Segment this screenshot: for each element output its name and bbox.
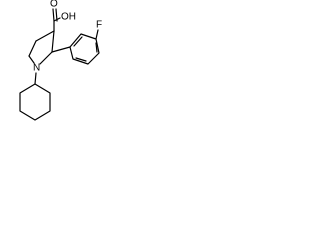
cyclohexyl-group xyxy=(19,72,51,121)
ring-bond-c2-n xyxy=(39,51,53,65)
cyclohexane-ring xyxy=(19,83,51,121)
phenyl-double-bond-3 xyxy=(75,57,87,62)
phenyl-ring xyxy=(69,33,100,65)
fluorophenyl-group: F xyxy=(51,20,102,65)
c-oh-bond xyxy=(53,17,61,22)
pyrrolidine-ring: N xyxy=(28,30,55,74)
n-to-cyclohexyl-bond xyxy=(34,72,37,85)
ring-bond-c4-c3 xyxy=(35,30,55,42)
carbonyl-double-bond-a xyxy=(52,8,55,22)
fluorine-label: F xyxy=(96,20,102,31)
chemical-structure-diagram: OH O N F xyxy=(19,0,102,121)
nitrogen-label: N xyxy=(33,63,40,74)
carboxylic-acid-group: OH O xyxy=(50,0,76,32)
ring-bond-c5-c4 xyxy=(28,40,37,57)
phenyl-double-bond-1 xyxy=(73,36,83,47)
phenyl-double-bond-2 xyxy=(95,42,98,53)
c-f-bond xyxy=(95,29,99,40)
ring-bond-c3-c2 xyxy=(51,30,55,53)
ring-bond-n-c5 xyxy=(28,55,35,64)
carbonyl-oxygen-label: O xyxy=(50,0,58,10)
hydroxyl-label: OH xyxy=(61,12,76,23)
c2-to-phenyl-bond xyxy=(51,46,71,53)
